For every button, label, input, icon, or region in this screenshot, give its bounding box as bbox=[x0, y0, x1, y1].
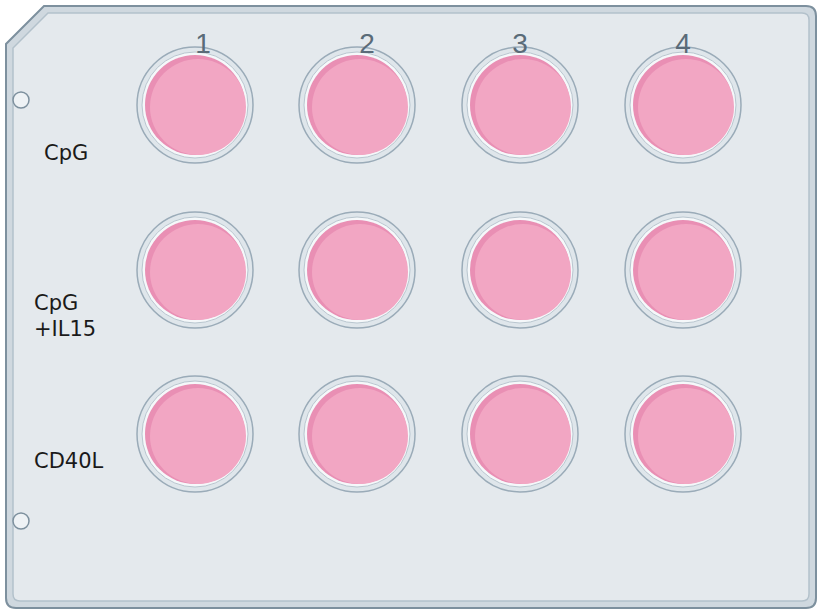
well-medium-shadow bbox=[145, 220, 245, 320]
well-rim bbox=[299, 47, 415, 163]
well bbox=[137, 212, 253, 328]
plate-top bbox=[13, 13, 809, 601]
well-rim bbox=[462, 376, 578, 492]
plate-rim bbox=[6, 6, 816, 608]
well-medium-shadow bbox=[633, 220, 733, 320]
well-medium-shadow bbox=[633, 384, 733, 484]
well-medium bbox=[312, 224, 408, 320]
well-medium-shadow bbox=[145, 55, 245, 155]
well-rim bbox=[625, 212, 741, 328]
well-wall bbox=[467, 217, 573, 323]
well-wall bbox=[630, 381, 736, 487]
well bbox=[299, 376, 415, 492]
well-rim bbox=[462, 47, 578, 163]
well-medium-shadow bbox=[633, 55, 733, 155]
well bbox=[299, 47, 415, 163]
well-medium-shadow bbox=[470, 220, 570, 320]
well-medium bbox=[150, 388, 246, 484]
well-wall bbox=[142, 381, 248, 487]
well-wall bbox=[467, 52, 573, 158]
row-label: CpG bbox=[44, 140, 128, 166]
well-medium-shadow bbox=[307, 55, 407, 155]
well bbox=[462, 376, 578, 492]
well bbox=[462, 212, 578, 328]
well-rim bbox=[137, 212, 253, 328]
well bbox=[625, 212, 741, 328]
well-medium bbox=[312, 388, 408, 484]
well bbox=[299, 212, 415, 328]
well-medium bbox=[475, 388, 571, 484]
well-grid bbox=[137, 47, 741, 492]
well bbox=[625, 47, 741, 163]
well bbox=[137, 376, 253, 492]
well-rim bbox=[462, 212, 578, 328]
well-medium bbox=[638, 388, 734, 484]
well-wall bbox=[304, 381, 410, 487]
well-wall bbox=[142, 217, 248, 323]
row-label: CpG +IL15 bbox=[34, 290, 118, 342]
well bbox=[625, 376, 741, 492]
well-rim bbox=[299, 212, 415, 328]
well-medium bbox=[150, 224, 246, 320]
column-number: 4 bbox=[653, 28, 713, 60]
row-label: CD40L bbox=[34, 448, 118, 474]
well-medium bbox=[638, 224, 734, 320]
well-medium bbox=[312, 59, 408, 155]
well-medium-shadow bbox=[145, 384, 245, 484]
well-medium bbox=[638, 59, 734, 155]
well-rim bbox=[137, 47, 253, 163]
plate-hole bbox=[13, 513, 29, 529]
well bbox=[137, 47, 253, 163]
well-rim bbox=[625, 376, 741, 492]
well-wall bbox=[467, 381, 573, 487]
well-medium bbox=[475, 59, 571, 155]
well-rim bbox=[137, 376, 253, 492]
column-number: 1 bbox=[173, 28, 233, 60]
well-wall bbox=[630, 52, 736, 158]
well-medium bbox=[475, 224, 571, 320]
well-wall bbox=[142, 52, 248, 158]
column-number: 3 bbox=[490, 28, 550, 60]
column-number: 2 bbox=[337, 28, 397, 60]
well-wall bbox=[630, 217, 736, 323]
well-wall bbox=[304, 52, 410, 158]
well bbox=[462, 47, 578, 163]
well-medium-shadow bbox=[470, 55, 570, 155]
well-medium-shadow bbox=[470, 384, 570, 484]
well-medium bbox=[150, 59, 246, 155]
well-rim bbox=[299, 376, 415, 492]
well-wall bbox=[304, 217, 410, 323]
well-medium-shadow bbox=[307, 220, 407, 320]
well-medium-shadow bbox=[307, 384, 407, 484]
well-rim bbox=[625, 47, 741, 163]
plate-hole bbox=[13, 92, 29, 108]
